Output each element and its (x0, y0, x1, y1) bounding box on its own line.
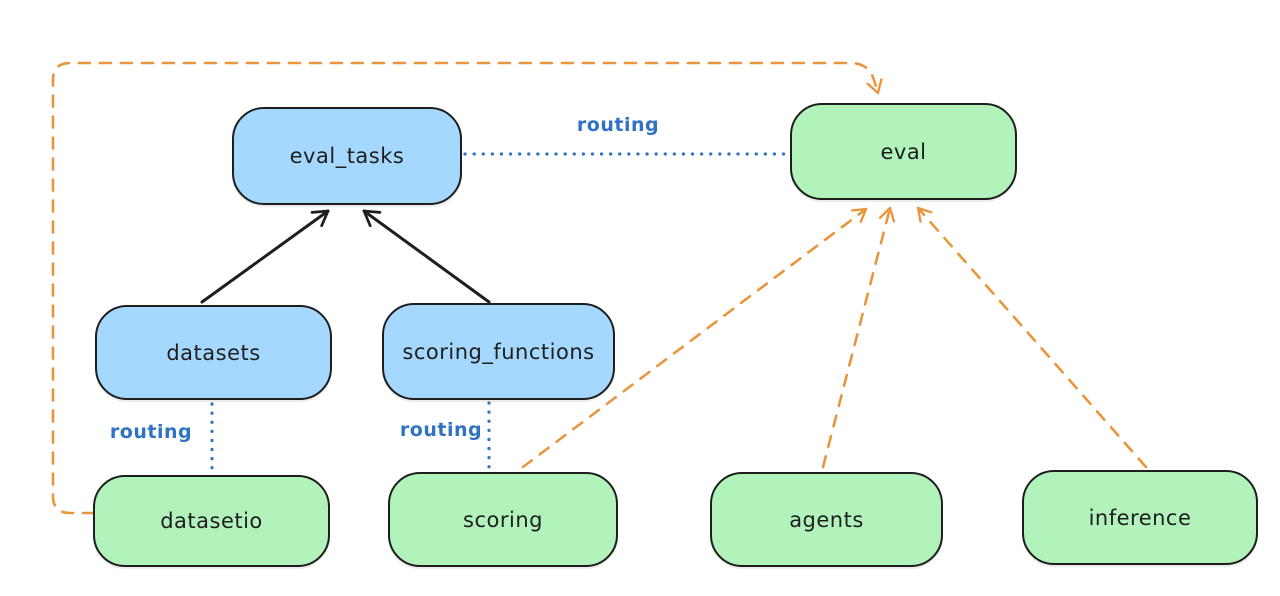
edge-datasetio-to-eval (51, 61, 883, 515)
node-datasetio: datasetio (93, 475, 330, 567)
node-agents: agents (710, 472, 943, 567)
node-eval-label: eval (880, 139, 927, 164)
edge-inference-to-eval (916, 206, 1148, 469)
node-agents-label: agents (789, 507, 864, 532)
node-inference-label: inference (1088, 505, 1192, 530)
node-scoring-functions-label: scoring_functions (402, 339, 595, 364)
node-scoring-label: scoring (463, 507, 543, 532)
edge-scoring-to-eval (521, 207, 868, 469)
edge-datasets-to-eval-tasks (200, 209, 330, 304)
node-scoring: scoring (388, 472, 618, 567)
node-datasets-label: datasets (166, 340, 261, 365)
node-eval-tasks-label: eval_tasks (289, 144, 405, 168)
edge-label-routing-top: routing (576, 114, 660, 136)
edge-label-routing-datasets: routing (109, 421, 193, 443)
node-inference: inference (1022, 470, 1258, 565)
node-eval: eval (790, 103, 1017, 200)
node-datasets: datasets (95, 305, 332, 400)
edge-agents-to-eval (821, 206, 896, 469)
edge-label-routing-scoring: routing (399, 419, 483, 441)
node-eval-tasks: eval_tasks (232, 107, 462, 205)
node-scoring-functions: scoring_functions (382, 303, 615, 400)
edge-scoring-functions-to-eval-tasks (362, 209, 491, 304)
node-datasetio-label: datasetio (160, 509, 263, 533)
